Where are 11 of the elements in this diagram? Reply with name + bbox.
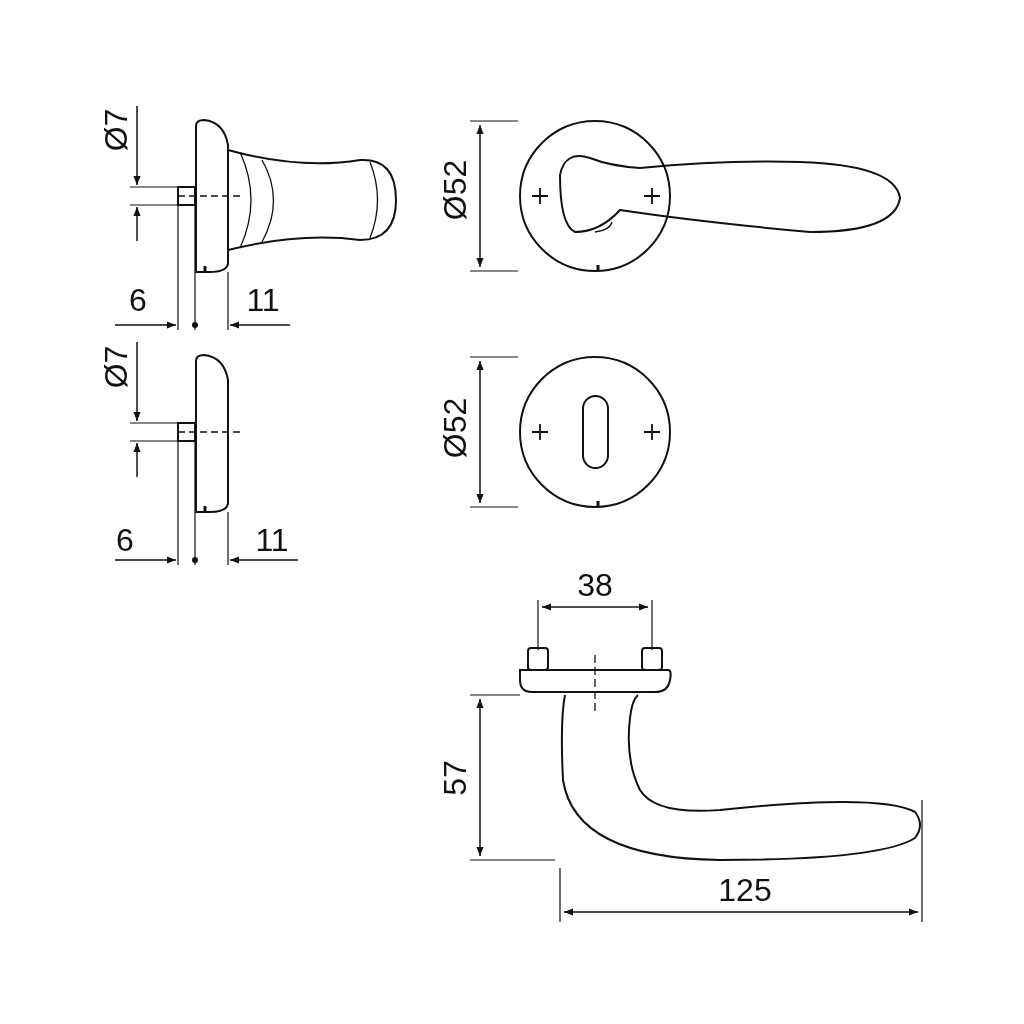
dimension-label: Ø7 xyxy=(100,108,132,152)
dimension-label: 125 xyxy=(718,874,772,906)
dimension-label: 11 xyxy=(246,284,280,316)
dimension-label: 57 xyxy=(439,760,471,796)
dimension-label: 6 xyxy=(116,524,134,556)
dimension-label: Ø52 xyxy=(439,397,471,459)
dimension-label: 38 xyxy=(577,569,613,601)
dimension-label: 11 xyxy=(255,524,289,556)
dimension-label: Ø52 xyxy=(439,159,471,221)
dimension-label: 6 xyxy=(129,284,147,316)
dimension-label: Ø7 xyxy=(100,345,132,389)
